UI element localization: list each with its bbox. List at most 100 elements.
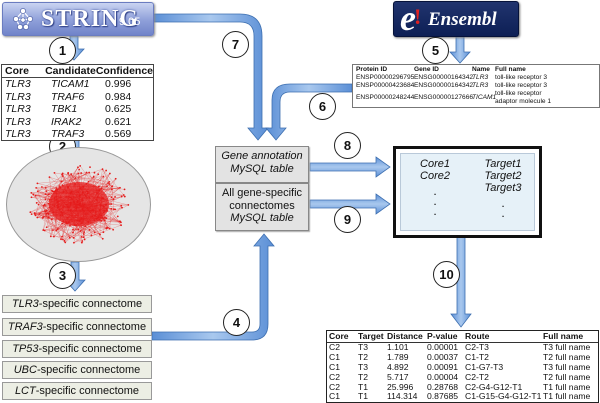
cell-distance: 114.314	[387, 392, 427, 402]
cell-core: TLR3	[2, 103, 51, 115]
connectome-box-ubc: UBC-specific connectome	[2, 361, 152, 379]
result-table: Core Target Distance P-value Route Full …	[326, 330, 599, 403]
cell-candidate: TRAF3	[51, 128, 105, 140]
core-label: Core1	[411, 158, 459, 170]
table-row: ENSP00000423684 ENSG00000164342 TLR3 tol…	[353, 82, 599, 90]
string-logo: STRING 9.05	[2, 2, 154, 36]
arrow-step-5	[450, 36, 470, 63]
network-cloud-icon	[7, 148, 150, 261]
connectome-gene: LCT	[15, 385, 36, 397]
core-target-inner: Core1 Core2 . . . Target1 Target2 Target…	[400, 153, 535, 231]
step-5-label: 5	[422, 37, 449, 64]
connectomes-box-line3: MySQL table	[216, 212, 308, 225]
candidate-table-header: Core Candidate Confidence	[2, 65, 153, 78]
connectome-box-tp53: TP53-specific connectome	[2, 340, 152, 358]
connectomes-box-line1: All gene-specific	[216, 187, 308, 200]
cell-confidence: 0.996	[105, 78, 153, 90]
core-label: Core2	[411, 170, 459, 182]
cell-candidate: TBK1	[51, 103, 105, 115]
step-6-label: 6	[309, 93, 336, 120]
ensembl-logo: e ! Ensembl	[393, 1, 519, 37]
step-7-label: 7	[222, 31, 249, 58]
cell-gene-id: ENSG00000127666	[414, 94, 472, 102]
table-row: TLR3 TBK1 0.625	[2, 103, 153, 115]
cell-name: TLR3	[472, 74, 495, 82]
cell-core: TLR3	[2, 128, 51, 140]
table-row: TLR3 IRAK2 0.621	[2, 116, 153, 128]
cell-full-name-line: adaptor molecule 1	[495, 98, 599, 106]
header-protein-id: Protein ID	[353, 66, 414, 74]
header-confidence: Confidence	[96, 65, 153, 77]
connectome-suffix: -specific connectome	[39, 298, 142, 310]
cell-core: TLR3	[2, 91, 51, 103]
table-row: TLR3 TICAM1 0.996	[2, 78, 153, 90]
cell-protein-id: ENSP00000248244	[353, 94, 414, 102]
connectomes-table-box: All gene-specific connectomes MySQL tabl…	[215, 183, 309, 231]
gene-annotation-table-box: Gene annotation MySQL table	[215, 146, 309, 183]
step-8-label: 8	[334, 132, 361, 159]
step-4-label: 4	[223, 309, 250, 336]
ensembl-protein-table: Protein ID Gene ID Name Full name ENSP00…	[352, 64, 600, 108]
cell-candidate: IRAK2	[51, 116, 105, 128]
arrow-step-4	[152, 234, 274, 340]
target-column: Target1 Target2 Target3	[477, 158, 529, 194]
step-1-label: 1	[49, 37, 76, 64]
step-10-label: 10	[433, 261, 460, 288]
candidate-table: Core Candidate Confidence TLR3 TICAM1 0.…	[1, 64, 154, 141]
header-p-value: P-value	[427, 331, 465, 342]
arrow-step-6	[266, 84, 352, 140]
header-core: Core	[327, 331, 358, 342]
connectomes-box-line2: connectomes	[216, 200, 308, 213]
connectome-suffix: -specific connectome	[37, 364, 140, 376]
table-row: ENSP00000248244 ENSG00000127666 TICAM1 t…	[353, 90, 599, 106]
target-label: Target2	[477, 170, 529, 182]
cell-candidate: TRAF6	[51, 91, 105, 103]
header-target: Target	[358, 331, 387, 342]
arrow-step-7	[153, 14, 268, 140]
cell-core: TLR3	[2, 78, 51, 90]
connectome-suffix: -specific connectome	[38, 343, 141, 355]
cell-gene-id: ENSG00000164342	[414, 74, 472, 82]
table-row: TLR3 TRAF6 0.984	[2, 91, 153, 103]
cell-full-name: toll-like receptor adaptor molecule 1	[495, 90, 599, 106]
header-distance: Distance	[387, 331, 427, 342]
cell-protein-id: ENSP00000296795	[353, 74, 414, 82]
dot: .	[477, 208, 529, 218]
core-ellipsis: . . .	[411, 186, 459, 216]
cell-gene-id: ENSG00000164342	[414, 82, 472, 90]
cell-name: TICAM1	[472, 94, 495, 102]
network-graph	[6, 147, 151, 262]
header-name: Name	[472, 66, 495, 74]
core-target-panel: Core1 Core2 . . . Target1 Target2 Target…	[393, 146, 542, 238]
gene-annotation-line2: MySQL table	[216, 163, 308, 176]
header-full-name: Full name	[543, 331, 598, 342]
cell-name: TLR3	[472, 82, 495, 90]
connectome-box-traf3: TRAF3-specific connectome	[2, 318, 152, 336]
header-route: Route	[465, 331, 543, 342]
header-candidate: Candidate	[45, 65, 96, 77]
table-row: C1 T1 114.314 0.87685 C1-G15-G4-G12-T1 T…	[327, 392, 598, 402]
header-gene-id: Gene ID	[414, 66, 472, 74]
connectome-box-lct: LCT-specific connectome	[2, 382, 152, 400]
connectome-gene: UBC	[14, 364, 37, 376]
arrow-step-8	[310, 157, 390, 177]
gene-annotation-line1: Gene annotation	[216, 150, 308, 163]
protein-table-header: Protein ID Gene ID Name Full name	[353, 66, 599, 74]
cell-p-value: 0.87685	[427, 392, 465, 402]
cell-protein-id: ENSP00000423684	[353, 82, 414, 90]
ensembl-logo-bang: !	[414, 4, 421, 30]
string-version: 9.05	[119, 16, 140, 28]
cell-confidence: 0.621	[105, 116, 153, 128]
table-row: ENSP00000296795 ENSG00000164342 TLR3 tol…	[353, 74, 599, 82]
cell-full-name: toll-like receptor 3	[495, 82, 599, 90]
cell-confidence: 0.984	[105, 91, 153, 103]
cell-confidence: 0.625	[105, 103, 153, 115]
header-core: Core	[2, 65, 45, 77]
step-9-label: 9	[334, 206, 361, 233]
network-logo-icon	[11, 7, 35, 31]
dot: .	[411, 206, 459, 216]
ensembl-logo-text: Ensembl	[428, 9, 497, 31]
target-label: Target1	[477, 158, 529, 170]
connectome-gene: TP53	[12, 343, 38, 355]
target-label: Target3	[477, 182, 529, 194]
